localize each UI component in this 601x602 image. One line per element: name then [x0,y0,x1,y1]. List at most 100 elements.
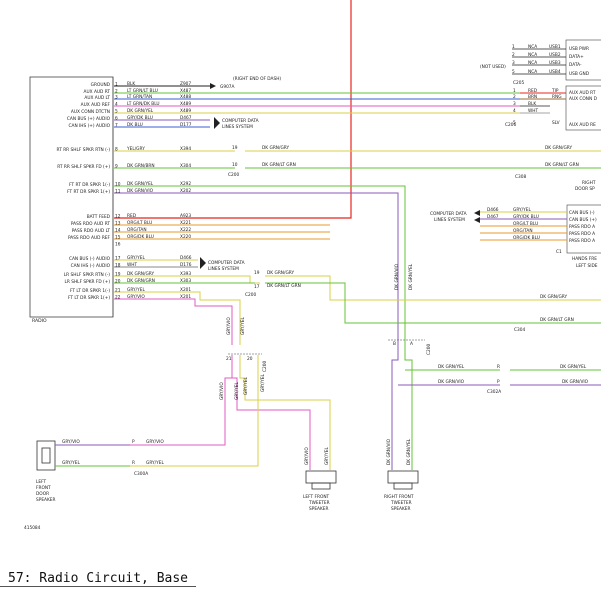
hands-free-wire-color: ORG/LT BLU [513,221,538,227]
radio-pin-number: 14 [115,228,121,234]
radio-pin-name: BATT FEED [87,214,111,220]
ft-lt-dr-spkr-pos-wire [114,298,233,345]
wire-label: DK GRN/LT GRN [267,283,301,289]
radio-wire-color: DK BLU [127,122,143,128]
hands-free-pin-label: CAN BUS (-) [569,210,595,216]
radio-circuit-id: X221 [180,220,191,226]
radio-wire-color: ORG/LT BLU [127,220,152,226]
vert-label: GRY/VIO [304,447,310,465]
radio-pin-number: 15 [115,235,121,241]
radio-circuit-id: X393 [180,271,191,277]
radio-pin-name: AUX CONN DTCTN [71,109,110,115]
radio-circuit-id: D177 [180,122,192,128]
c200-label: C200 [262,361,268,372]
usb-pin-name: DATA- [569,62,582,68]
aux-circuit-id: RNG [552,94,562,100]
c302a-label: C302A [487,389,501,395]
radio-pin-name: LR SHLF SPKR RTN (-) [64,272,111,278]
radio-pin-name: CAN BUS (-) AUDIO [69,256,111,262]
radio-pin-number: 12 [115,214,121,220]
usb-circuit-id: USB1 [549,44,561,50]
radio-circuit-id: X220 [180,234,191,240]
aux-circuit-id: TIP [551,88,559,94]
radio-pin-number: 7 [115,123,118,129]
aux-pin-number: 5 [513,120,516,126]
left-speaker-name: FRONT [36,485,51,491]
radio-wire-color: DK GRN/VIO [127,188,154,194]
left-speaker-name: LEFT [36,479,47,485]
radio-circuit-id: X303 [180,278,191,284]
right-tweeter-body [387,470,419,484]
aux-circuit-id: SLV [552,120,560,126]
radio-circuit-id: X488 [180,94,191,100]
hands-free-circuit-id: D467 [487,214,499,220]
hands-free-circuit-id: D466 [487,207,499,213]
vert-label: GRY/YEL [324,447,330,465]
computer-data-label: COMPUTER DATA [430,211,467,217]
right-door-label: DOOR SP [575,186,595,192]
radio-wire-color: WHT [127,262,137,268]
ground-id: G907A [220,84,235,90]
radio-circuit-id: D467 [180,115,192,121]
radio-pin-number: 1 [115,82,118,88]
wire-label: DK GRN/GRY [545,145,573,151]
radio-wire-color: DK GRN/GRN [127,278,155,284]
usb-wire-color: NCA [528,69,537,75]
hands-free-pin-label: CAN BUS (+) [569,217,597,223]
computer-data-label: COMPUTER DATA [208,260,245,266]
radio-wire-color: DK GRN/GRY [127,271,155,277]
radio-wire-color: DK GRN/YEL [127,108,154,114]
radio-pin-name: CAN BUS (+) AUDIO [67,116,111,122]
hands-free-title: HANDS FRE [572,256,597,262]
wire-label: DK GRN/VIO [562,379,589,385]
hands-free-wire-color: ORG/DK BLU [513,235,540,241]
aux-connector-box [565,85,601,131]
radio-pin-name: AUX AUD REF [81,102,111,108]
speaker-wire-label: GRY/VIO [146,439,164,445]
radio-circuit-id: X304 [180,163,191,169]
aux-pin-number: 4 [513,108,516,114]
splice-pin: 21 [226,356,232,362]
radio-circuit-id: X487 [180,88,191,94]
radio-pin-number: 18 [115,263,121,269]
radio-circuit-id: Z907 [180,81,191,87]
usb-connector-box [565,39,601,81]
splice-pin: R [132,460,135,466]
hands-free-wire-color: ORG/TAN [513,228,533,234]
radio-wire-color: GRY/VIO [127,294,145,300]
usb-pin-name: DATA+ [569,54,584,60]
usb-pin-number: 5 [512,69,515,75]
radio-pin-number: 8 [115,147,118,153]
splice-pin: A [410,341,413,347]
arrow-icon [474,210,480,216]
wire-label: DK GRN/VIO [438,379,465,385]
speaker-icon [393,482,413,490]
radio-pin-name: CAN IHS (-) AUDIO [71,263,111,269]
radio-pin-name: FT LT DR SPKR 1(+) [68,295,110,301]
left-tweeter-name: TWEETER [308,500,330,506]
c1-label: C1 [556,249,562,255]
wire-label: DK GRN/YEL [560,364,587,370]
left-tweeter-body [305,470,337,484]
radio-pin-name: PASS RDO AUD LT [72,228,111,234]
speaker-wire-label: GRY/YEL [146,460,164,466]
hands-free-sub: LEFT SIDE [576,263,598,269]
wire-label: DK GRN/LT GRN [545,162,579,168]
radio-wire-color: GRY/DK BLU [127,115,153,121]
usb-circuit-id: USB3 [549,60,561,66]
radio-wire-color: ORG/DK BLU [127,234,154,240]
usb-circuit-id: USB2 [549,52,561,58]
figure-caption: 57: Radio Circuit, Base [8,571,189,586]
aux-pin-number: 1 [513,88,516,94]
radio-pin-name: PASS RDO AUD REF [68,235,111,241]
computer-data-label: LINES SYSTEM [208,266,239,272]
radio-circuit-id: X394 [180,146,191,152]
splice-pin: 19 [232,145,238,151]
speaker-icon [41,447,51,464]
radio-circuit-id: X292 [180,181,191,187]
radio-pin-number: 9 [115,164,118,170]
right-tweeter-name: TWEETER [390,500,412,506]
caption-underline [0,586,196,587]
